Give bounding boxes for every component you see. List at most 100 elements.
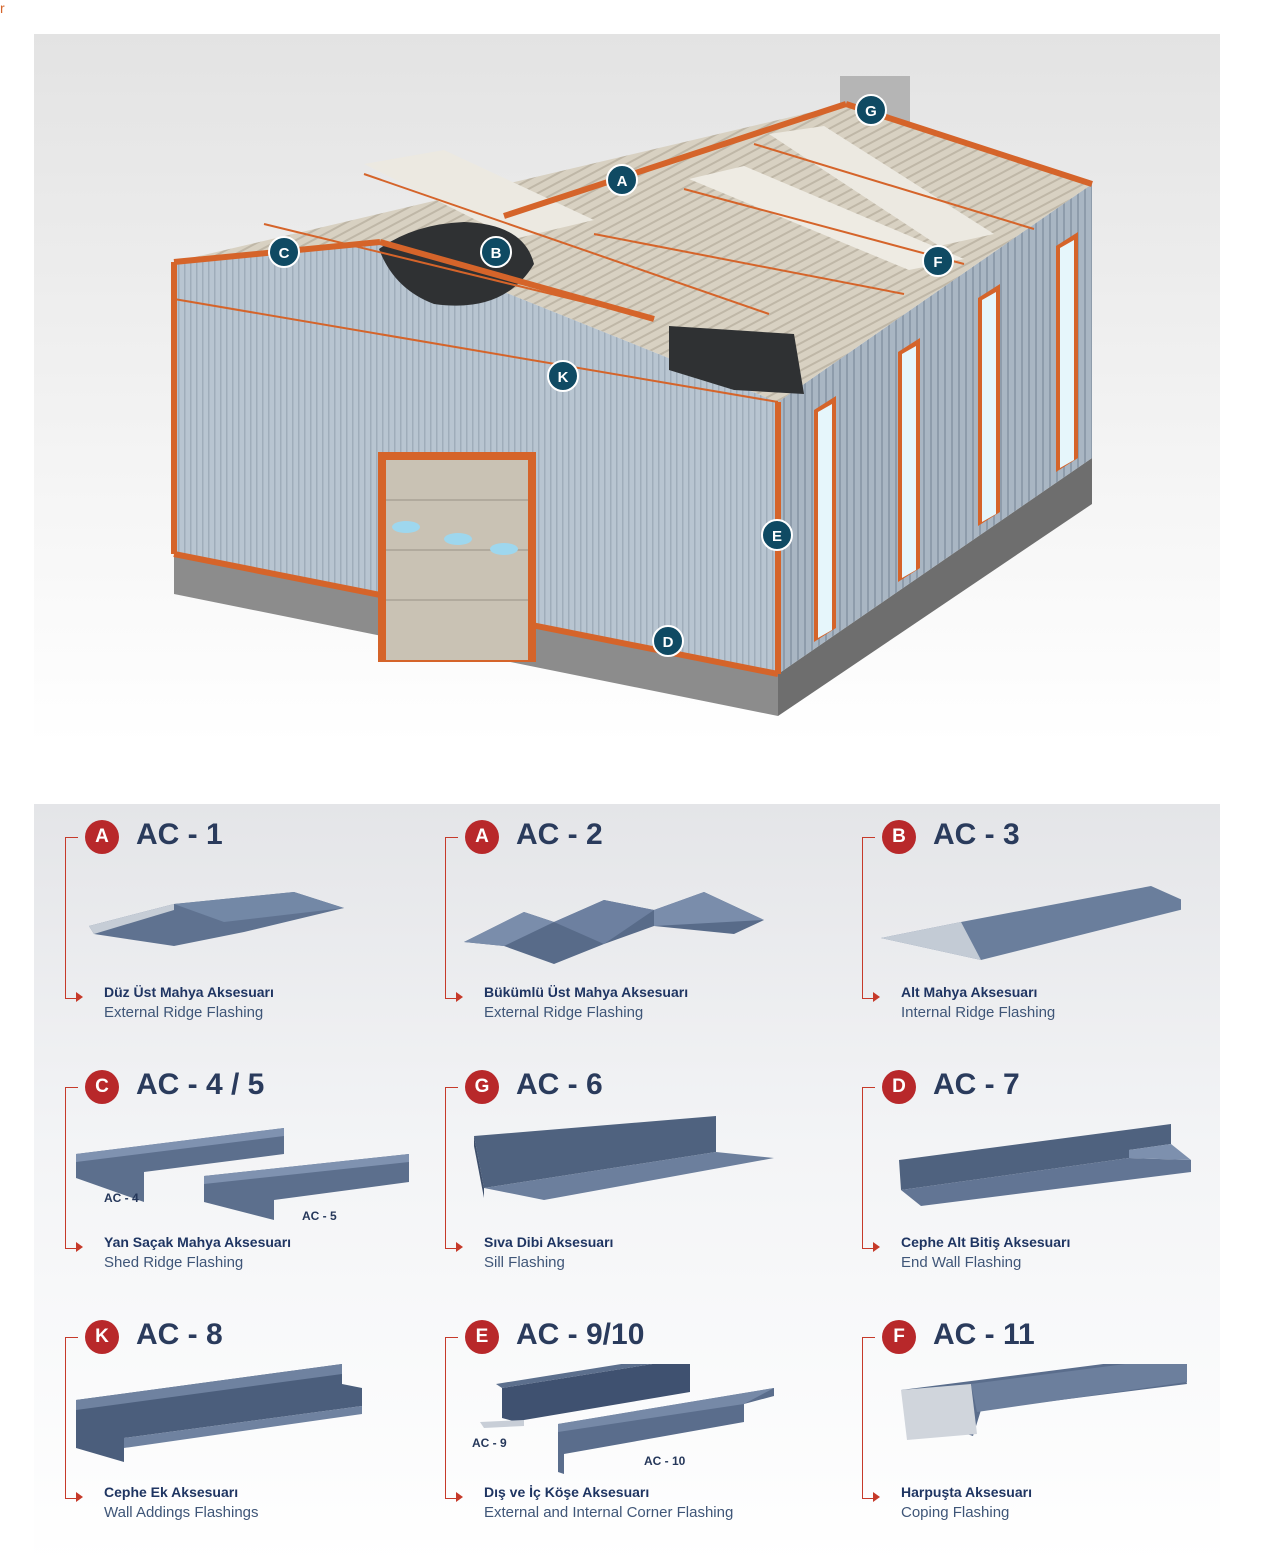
item-code: AC - 7 [933, 1068, 1020, 1101]
marker-c-label: C [279, 245, 290, 262]
item-code: AC - 11 [933, 1318, 1035, 1351]
roof-skylight [689, 166, 964, 270]
arrow-icon [873, 1242, 880, 1252]
item-title-en: External and Internal Corner Flashing [484, 1504, 734, 1521]
item-title-tr: Bükümlü Üst Mahya Aksesuarı [484, 984, 689, 1000]
letter-badge: F [882, 1320, 916, 1354]
bracket-line [862, 837, 875, 999]
catalog-item-ac-9-10: E AC - 9/10 AC - 9 AC - 10 Dış ve İç Köş… [414, 1304, 784, 1534]
arrow-icon [456, 1492, 463, 1502]
catalog-item-ac-2: A AC - 2 Bükümlü Üst Mahya Aksesuarı Ext… [414, 804, 784, 1034]
item-code: AC - 6 [516, 1068, 603, 1101]
sublabel-ac-10: AC - 10 [644, 1454, 686, 1468]
item-code: AC - 9/10 [516, 1318, 645, 1351]
sublabel-ac-4: AC - 4 [104, 1191, 139, 1205]
marker-a: A [606, 164, 638, 196]
side-wall [778, 184, 1092, 674]
catalog-item-ac-8: K AC - 8 Cephe Ek Aksesuarı Wall Addings… [34, 1304, 404, 1534]
item-title-tr: Yan Saçak Mahya Aksesuarı [104, 1234, 292, 1250]
door-window [490, 543, 518, 555]
marker-d: D [652, 625, 684, 657]
sill-flashing-illustration [474, 1116, 774, 1200]
door-window [444, 533, 472, 545]
building-diagram-panel: A B C D E F G K [34, 34, 1220, 744]
bracket-line [445, 1337, 458, 1499]
item-code: AC - 8 [136, 1318, 223, 1351]
arrow-icon [456, 992, 463, 1002]
catalog-item-ac-1: A AC - 1 Düz Üst Mahya Aksesuarı Externa… [34, 804, 404, 1034]
item-title-en: Shed Ridge Flashing [104, 1254, 244, 1271]
item-title-en: Internal Ridge Flashing [901, 1004, 1056, 1021]
item-title-tr: Düz Üst Mahya Aksesuarı [104, 984, 274, 1000]
coping-flashing-illustration [901, 1364, 1187, 1440]
letter-badge: G [465, 1070, 499, 1104]
bracket-line [445, 1087, 458, 1249]
marker-b-label: B [491, 245, 502, 262]
item-title-en: External Ridge Flashing [104, 1004, 264, 1021]
end-wall-illustration [899, 1124, 1191, 1206]
catalog-item-ac-7: D AC - 7 Cephe Alt Bitiş Aksesuarı End W… [831, 1054, 1201, 1284]
item-code: AC - 4 / 5 [136, 1068, 265, 1101]
accessory-catalog: A AC - 1 Düz Üst Mahya Aksesuarı Externa… [34, 804, 1220, 1565]
marker-f-label: F [933, 254, 942, 271]
item-title-tr: Cephe Alt Bitiş Aksesuarı [901, 1234, 1071, 1250]
marker-k: K [547, 360, 579, 392]
side-base [778, 458, 1092, 716]
item-code: AC - 3 [933, 818, 1020, 851]
item-title-tr: Harpuşta Aksesuarı [901, 1484, 1032, 1500]
letter-badge: K [85, 1320, 119, 1354]
roof-skylight [769, 126, 994, 246]
letter-badge: A [465, 820, 499, 854]
side-windows [818, 240, 1074, 638]
catalog-item-ac-6: G AC - 6 Sıva Dibi Aksesuarı Sill Flashi… [414, 1054, 784, 1284]
item-code: AC - 2 [516, 818, 603, 851]
item-title-en: Wall Addings Flashings [104, 1504, 259, 1521]
bracket-line [65, 1087, 78, 1249]
marker-d-label: D [663, 634, 674, 651]
internal-ridge-illustration [881, 886, 1181, 960]
item-title-en: End Wall Flashing [901, 1254, 1022, 1271]
item-title-tr: Alt Mahya Aksesuarı [901, 984, 1038, 1000]
letter-badge: B [882, 820, 916, 854]
arrow-icon [873, 1492, 880, 1502]
marker-g-label: G [865, 103, 877, 120]
arrow-icon [76, 1242, 83, 1252]
item-title-tr: Cephe Ek Aksesuarı [104, 1484, 239, 1500]
catalog-item-ac-3: B AC - 3 Alt Mahya Aksesuarı Internal Ri… [831, 804, 1201, 1034]
item-title-tr: Sıva Dibi Aksesuarı [484, 1234, 614, 1250]
item-code: AC - 1 [136, 818, 223, 851]
wall-cutaway [669, 326, 804, 394]
arrow-icon [873, 992, 880, 1002]
letter-badge: C [85, 1070, 119, 1104]
letter-badge: D [882, 1070, 916, 1104]
letter-badge: A [85, 820, 119, 854]
wall-addings-illustration [76, 1364, 362, 1462]
panel-joint-lines [173, 143, 1035, 403]
marker-e-label: E [772, 528, 782, 545]
marker-a-label: A [617, 173, 628, 190]
bracket-line [65, 1337, 78, 1499]
item-title-en: External Ridge Flashing [484, 1004, 644, 1021]
marker-b: B [480, 236, 512, 268]
item-title-tr: Dış ve İç Köşe Aksesuarı [484, 1484, 650, 1500]
door-window [392, 521, 420, 533]
bracket-line [445, 837, 458, 999]
corner-mark: r [0, 0, 5, 16]
bracket-line [862, 1337, 875, 1499]
corner-flashing-illustration [480, 1364, 774, 1474]
door [386, 460, 528, 660]
item-title-en: Coping Flashing [901, 1504, 1010, 1521]
marker-e: E [761, 519, 793, 551]
marker-f: F [922, 245, 954, 277]
shed-ridge-illustration [76, 1128, 409, 1220]
sublabel-ac-5: AC - 5 [302, 1209, 337, 1223]
arrow-icon [456, 1242, 463, 1252]
marker-c: C [268, 236, 300, 268]
arrow-icon [76, 992, 83, 1002]
marker-g: G [855, 94, 887, 126]
item-title-en: Sill Flashing [484, 1254, 565, 1271]
marker-k-label: K [558, 369, 569, 386]
building-illustration: A B C D E F G K [171, 76, 1093, 716]
bracket-line [862, 1087, 875, 1249]
roof-skylight [364, 150, 594, 239]
